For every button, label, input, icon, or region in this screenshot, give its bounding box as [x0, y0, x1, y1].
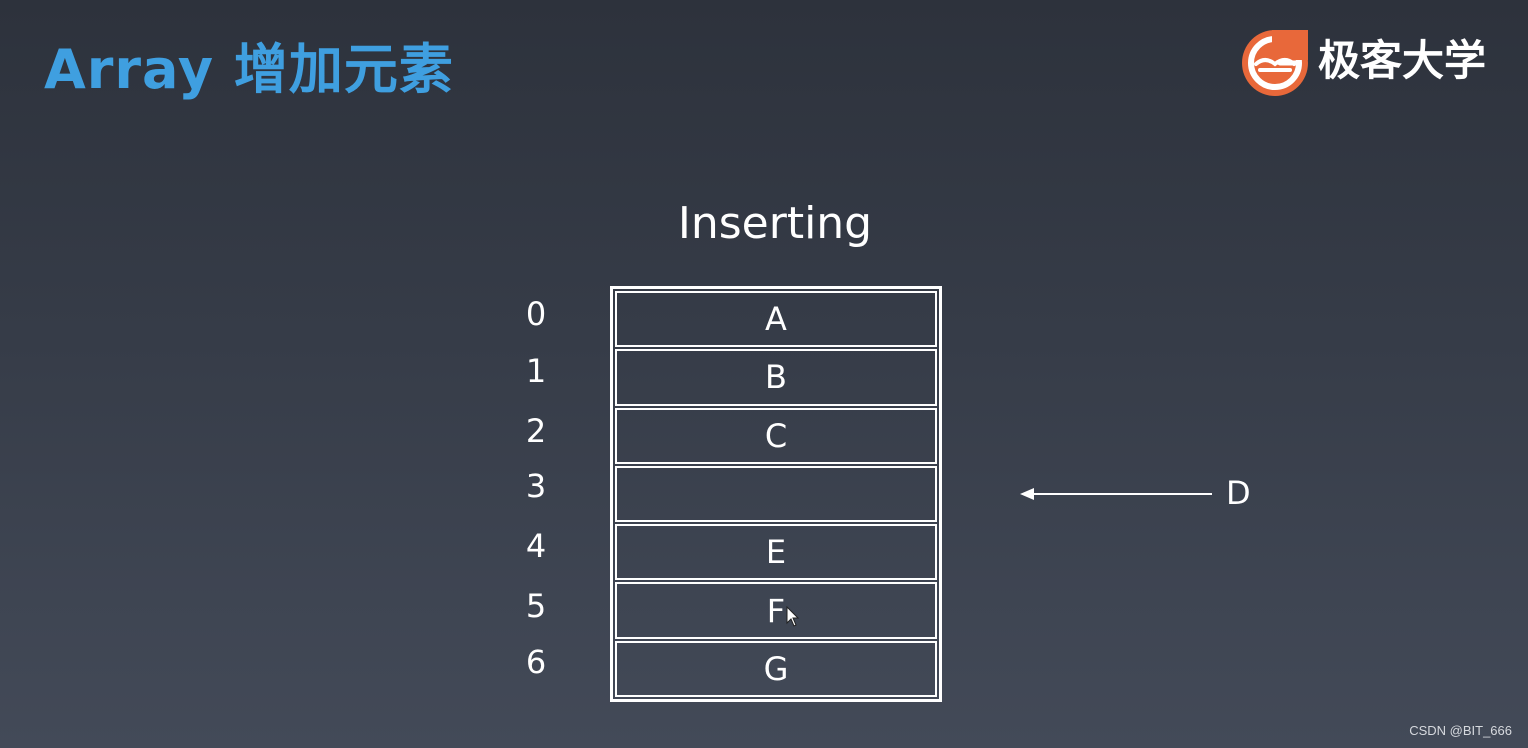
array-index: 3 [525, 467, 547, 505]
array-cell: B [615, 349, 937, 406]
brand-name: 极客大学 [1318, 36, 1487, 85]
array-index: 0 [525, 295, 547, 333]
slide-title: Array 增加元素 [44, 38, 454, 101]
mouse-cursor-icon [786, 606, 800, 627]
diagram-heading: Inserting [677, 198, 873, 249]
array-index: 4 [525, 527, 547, 565]
watermark: CSDN @BIT_666 [1409, 723, 1512, 738]
array-cell: F [615, 582, 937, 639]
array-cell: E [615, 524, 937, 581]
array-cell: G [615, 640, 937, 697]
array-index: 6 [525, 643, 547, 681]
array-cell: A [615, 291, 937, 348]
array-cell: C [615, 407, 937, 464]
array-index: 1 [525, 352, 547, 390]
insert-element-label: D [1226, 474, 1251, 512]
array-index: 5 [525, 587, 547, 625]
insert-arrow-icon [1020, 488, 1212, 500]
geek-university-logo-icon [1242, 30, 1308, 96]
brand-logo: 极客大学 [1240, 28, 1510, 100]
array-container: A B C E F G [610, 286, 942, 702]
array-cell-empty-slot [615, 465, 937, 523]
array-index: 2 [525, 412, 547, 450]
